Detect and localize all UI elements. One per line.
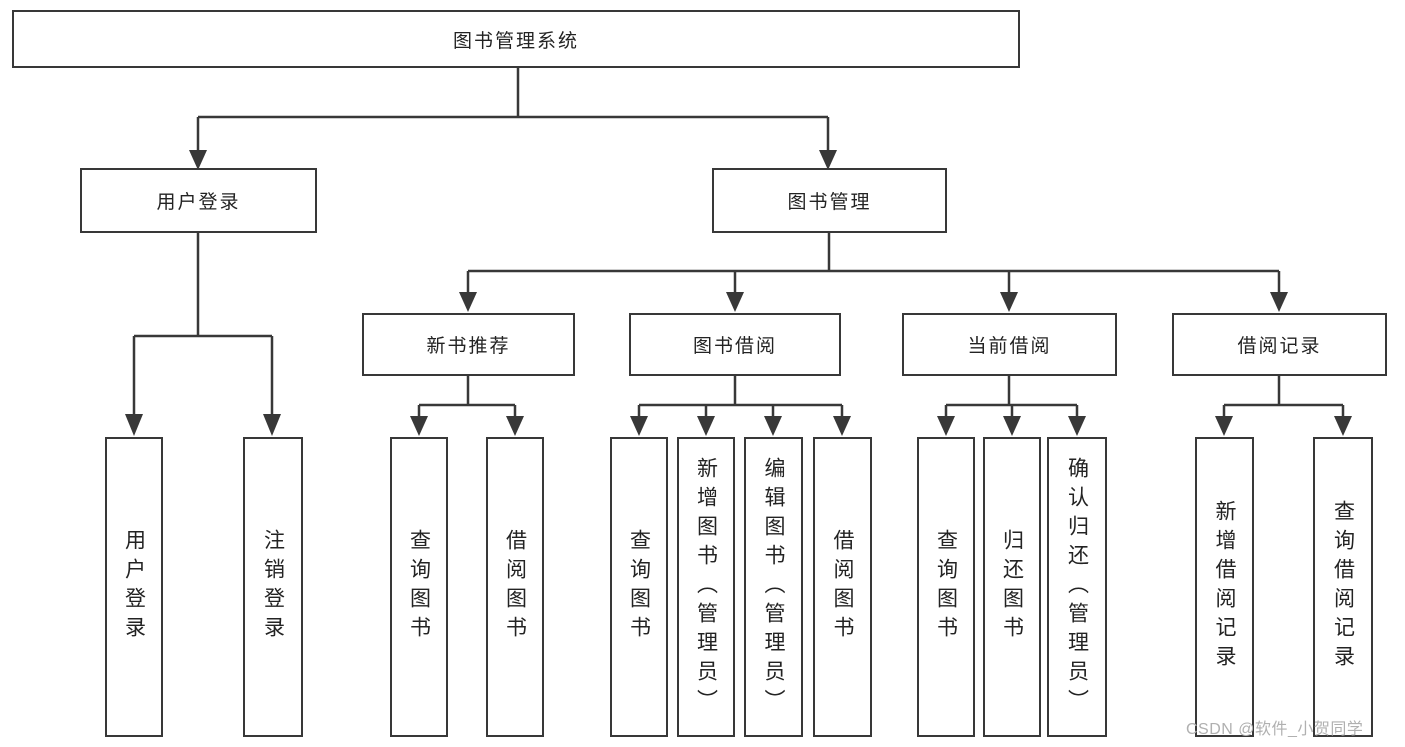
leaf-add-books-admin: 新增图书（管理员） <box>677 437 735 737</box>
leaf-add-borrow-record: 新增借阅记录 <box>1195 437 1254 737</box>
leaf-current-query-books: 查询图书 <box>917 437 975 737</box>
node-borrowing-records: 借阅记录 <box>1172 313 1387 376</box>
node-new-book-recommend: 新书推荐 <box>362 313 575 376</box>
node-label: 借阅记录 <box>1237 336 1322 357</box>
leaf-borrow-books: 借阅图书 <box>813 437 872 737</box>
node-label: 图书管理 <box>787 192 872 213</box>
node-library-management-system: 图书管理系统 <box>12 10 1020 68</box>
leaf-borrow-query-books: 查询图书 <box>610 437 668 737</box>
node-book-management: 图书管理 <box>712 168 947 233</box>
node-label: 当前借阅 <box>967 336 1052 357</box>
leaf-confirm-return-admin: 确认归还（管理员） <box>1047 437 1107 737</box>
node-label: 新书推荐 <box>426 336 511 357</box>
node-user-login: 用户登录 <box>80 168 317 233</box>
leaf-user-login: 用户登录 <box>105 437 163 737</box>
node-label: 图书借阅 <box>692 336 777 357</box>
leaf-query-borrow-record: 查询借阅记录 <box>1313 437 1373 737</box>
node-current-borrowing: 当前借阅 <box>902 313 1117 376</box>
leaf-recommend-query-books: 查询图书 <box>390 437 448 737</box>
leaf-logout: 注销登录 <box>243 437 303 737</box>
leaf-recommend-borrow-books: 借阅图书 <box>486 437 544 737</box>
node-label: 图书管理系统 <box>452 30 579 52</box>
node-label: 用户登录 <box>156 192 241 213</box>
leaf-edit-books-admin: 编辑图书（管理员） <box>744 437 803 737</box>
leaf-return-books: 归还图书 <box>983 437 1041 737</box>
node-book-borrowing: 图书借阅 <box>629 313 841 376</box>
watermark: CSDN @软件_小贺同学 <box>1186 721 1364 738</box>
